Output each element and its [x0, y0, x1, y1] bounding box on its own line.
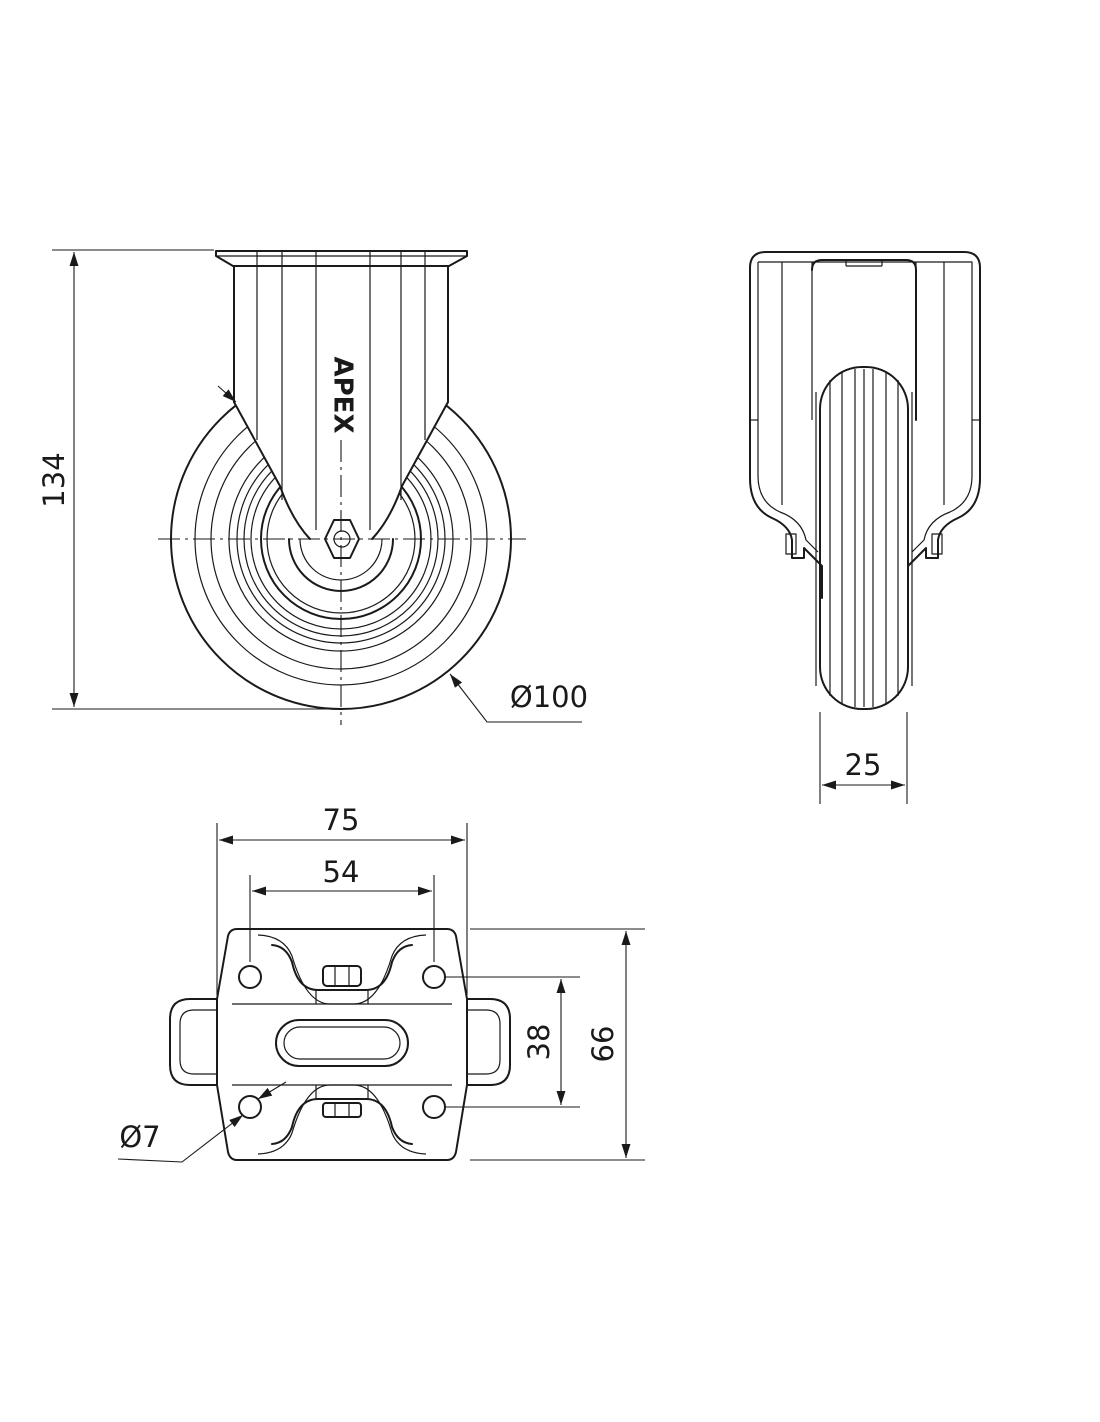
front-top-plate — [215, 250, 468, 267]
mounting-holes — [238, 965, 446, 1119]
dim-plate-width: 75 — [216, 803, 468, 995]
side-view — [749, 251, 981, 710]
dim-label-75: 75 — [323, 803, 360, 837]
top-view-nuts — [322, 965, 362, 1118]
dim-label-134: 134 — [37, 452, 71, 507]
dim-wheel-diameter: Ø100 — [449, 673, 588, 723]
brand-logo: APEX — [328, 357, 358, 434]
dim-label-38: 38 — [522, 1024, 556, 1061]
front-fork — [233, 252, 449, 592]
dim-label-66: 66 — [586, 1026, 620, 1063]
dim-label-25: 25 — [845, 748, 882, 782]
dim-label-d7: Ø7 — [119, 1120, 160, 1154]
top-view — [169, 928, 511, 1161]
dim-hole-spacing-x: 54 — [249, 855, 435, 962]
dim-hole-diameter: Ø7 — [117, 1081, 287, 1163]
dim-wheel-width: 25 — [819, 712, 908, 804]
dim-overall-height: 134 — [37, 249, 339, 710]
dim-label-54: 54 — [323, 855, 360, 889]
dim-label-d100: Ø100 — [510, 680, 588, 714]
dim-hole-spacing-y: 38 — [445, 976, 580, 1108]
front-view: APEX — [158, 250, 526, 725]
dim-plate-length: 66 — [470, 928, 645, 1161]
